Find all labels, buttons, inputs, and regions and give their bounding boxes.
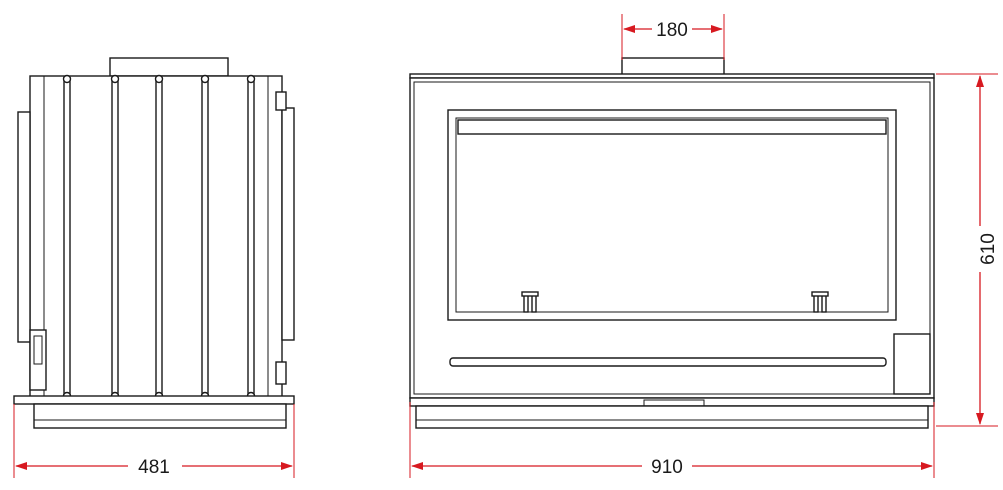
side-base-frame [33, 403, 287, 429]
side-view [13, 57, 295, 429]
dim-front-height: 610 [936, 73, 999, 427]
door-latch-right [813, 293, 819, 313]
dim-front-width: 910 [409, 402, 935, 478]
front-baffle [457, 119, 887, 135]
side-rear-frame [281, 107, 295, 341]
dim-side-depth-label: 481 [138, 457, 170, 478]
dim-front-width-label: 910 [651, 457, 683, 478]
dim-flue-width-label: 180 [656, 20, 688, 41]
front-base-plate [409, 397, 935, 407]
side-flue-collar [109, 57, 229, 77]
dim-front-height-label: 610 [978, 233, 999, 265]
dim-flue-width: 180 [621, 14, 725, 60]
front-glass [455, 117, 889, 313]
front-air-slot [449, 357, 887, 367]
front-view [409, 57, 935, 429]
front-control-panel [893, 333, 931, 395]
door-latch-left [523, 293, 529, 313]
front-base-frame [415, 405, 929, 429]
side-base-plate [13, 395, 295, 405]
front-door-frame [447, 109, 897, 321]
dim-side-depth: 481 [13, 404, 295, 478]
side-front-frame [17, 111, 31, 343]
